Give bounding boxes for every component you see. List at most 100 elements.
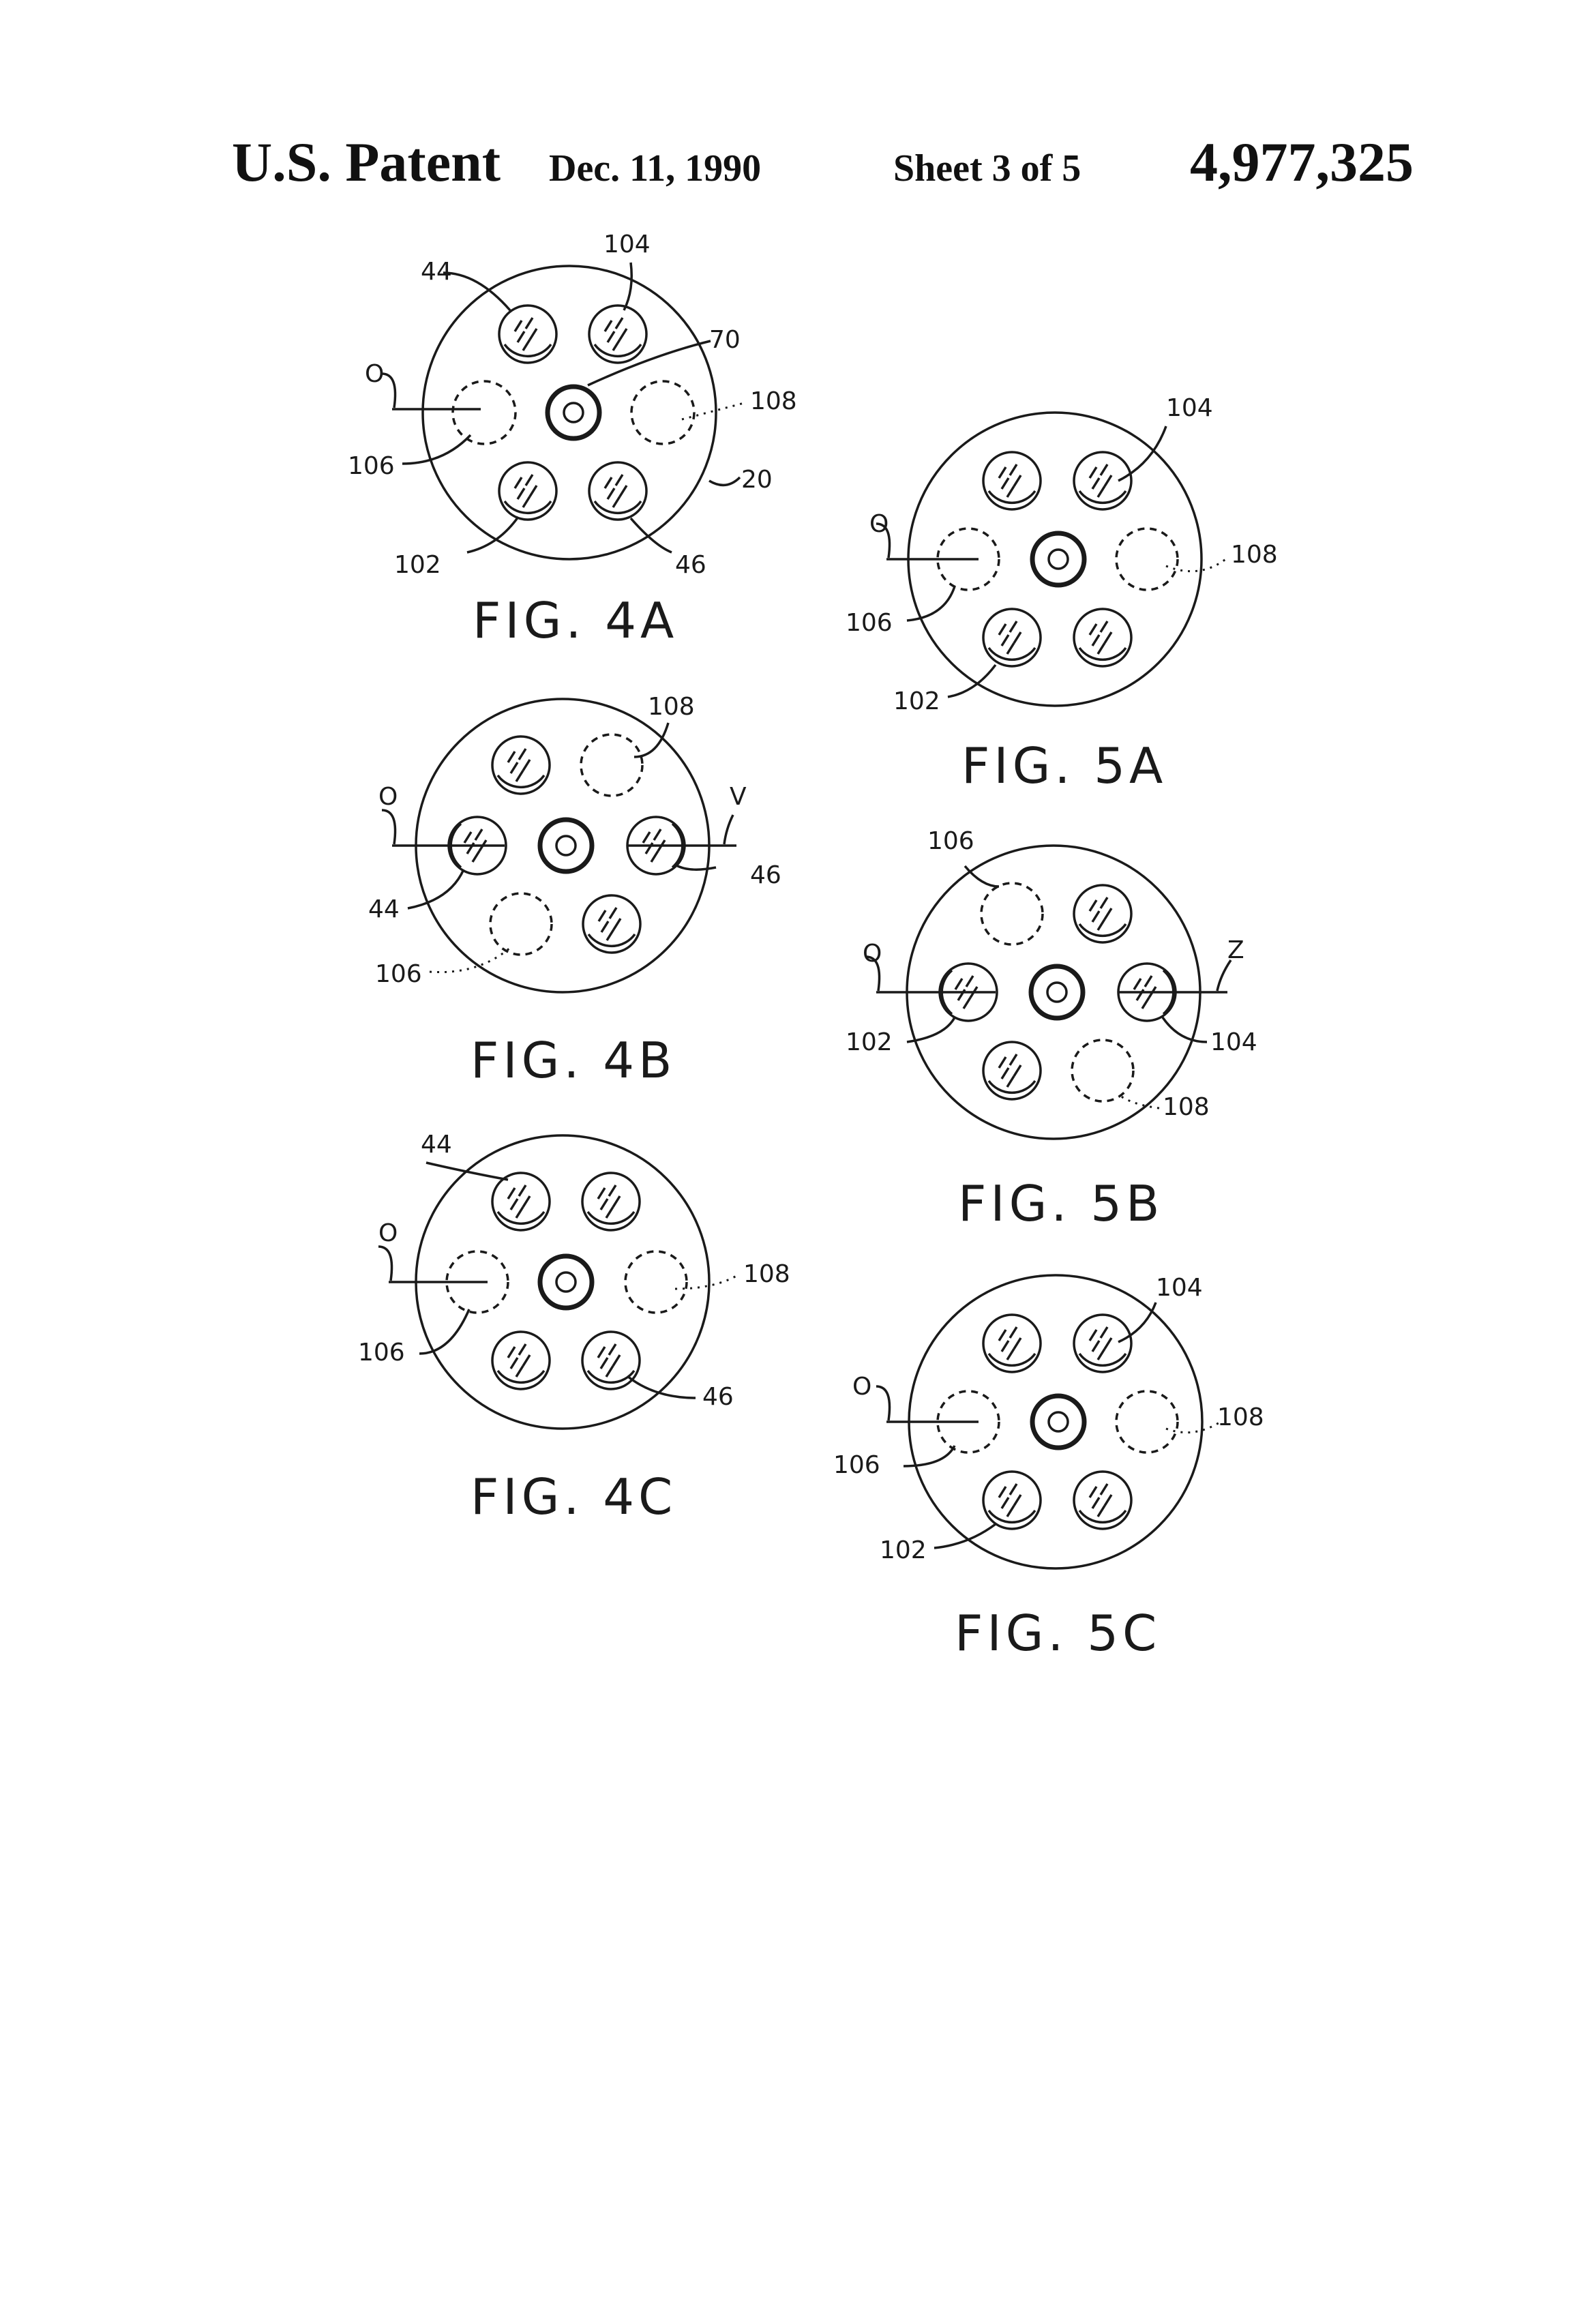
hatch-stroke [515, 1206, 524, 1219]
hatch-stroke [1088, 623, 1098, 636]
header-date: Dec. 11, 1990 [549, 147, 761, 190]
hatch-stroke [606, 929, 615, 941]
label-44: 44 [368, 895, 400, 923]
hatch-stroke [516, 331, 526, 343]
label-108: 108 [750, 387, 797, 415]
label-102: 102 [893, 687, 940, 715]
label-102: 102 [846, 1028, 893, 1056]
hatch-stroke [1006, 486, 1015, 498]
empty-position-106 [936, 527, 1000, 591]
hatch-stroke [1088, 1486, 1098, 1498]
hatch-stroke [474, 829, 483, 841]
hatch-stroke [599, 1357, 609, 1369]
hatch-stroke [612, 1354, 621, 1367]
hatch-stroke [516, 488, 526, 500]
hatch-stroke [608, 1343, 617, 1356]
label-44: 44 [421, 1131, 452, 1159]
center-hub [1030, 1393, 1087, 1450]
hatch-stroke [522, 339, 531, 351]
hatch-stroke [509, 762, 519, 774]
hatch-stroke [1088, 1329, 1098, 1341]
label-108: 108 [1217, 1403, 1264, 1431]
hatch-stroke [1000, 1067, 1010, 1079]
lens-top-right [1073, 884, 1133, 944]
hatch-stroke [507, 751, 516, 763]
hatch-stroke [522, 496, 531, 508]
hatch-stroke [612, 918, 622, 930]
lens-102 [498, 461, 558, 521]
hatch-stroke [1141, 997, 1150, 1009]
lens-bottom-right [582, 894, 642, 954]
hatch-stroke [612, 339, 621, 351]
hatch-stroke [1096, 919, 1106, 931]
hatch-stroke [1006, 1075, 1015, 1088]
label-70: 70 [709, 326, 741, 354]
hatch-stroke [1009, 1326, 1018, 1339]
figure-caption-5c: FIG. 5C [955, 1605, 1161, 1662]
hatch-stroke [1013, 1064, 1022, 1077]
empty-position-108 [1115, 527, 1179, 591]
hatch-stroke [1103, 631, 1113, 644]
figure-caption-5a: FIG. 5A [961, 737, 1167, 794]
hatch-stroke [608, 1185, 617, 1197]
hatch-stroke [507, 1346, 516, 1358]
label-O: O [863, 940, 882, 968]
hatch-stroke [1009, 621, 1018, 633]
hatch-stroke [998, 1486, 1007, 1498]
hatch-stroke [1103, 1494, 1113, 1506]
lens-46 [581, 1330, 641, 1390]
lens-bottom-left [982, 1041, 1042, 1101]
hatch-stroke [471, 850, 481, 863]
lens-46 [588, 461, 648, 521]
label-108: 108 [1231, 541, 1278, 569]
hatch-stroke [1135, 989, 1145, 1001]
label-104: 104 [1210, 1028, 1257, 1056]
figure-5c: 104 O 108 106 102 FIG. 5C [833, 1274, 1264, 1662]
label-106: 106 [833, 1451, 880, 1479]
label-106: 106 [927, 827, 974, 855]
hatch-stroke [605, 1365, 614, 1377]
hatch-stroke [969, 986, 979, 998]
hatch-stroke [1148, 986, 1157, 998]
figure-4a: 44 104 70 O 108 106 20 102 46 FIG. 4A [348, 230, 797, 649]
figure-5a: 104 O 108 106 102 FIG. 5A [846, 394, 1278, 794]
hatch-stroke [1103, 908, 1113, 920]
hatch-stroke [1099, 464, 1109, 476]
label-20: 20 [741, 466, 773, 494]
hatch-stroke [653, 829, 662, 841]
hatch-stroke [1000, 1497, 1010, 1509]
hatch-stroke [650, 850, 659, 863]
hatch-stroke [614, 474, 624, 486]
hatch-stroke [1013, 1337, 1022, 1350]
hatch-stroke [618, 328, 628, 340]
hatch-stroke [642, 831, 651, 844]
label-102: 102 [394, 551, 441, 579]
header-sheet: Sheet 3 of 5 [893, 147, 1081, 190]
center-hub [537, 817, 595, 874]
hatch-stroke [603, 320, 613, 332]
hatch-stroke [998, 1056, 1007, 1069]
hatch-stroke [600, 921, 610, 933]
hatch-stroke [1096, 1505, 1106, 1517]
label-46: 46 [675, 551, 706, 579]
hatch-stroke [1013, 475, 1022, 487]
hatch-stroke [614, 317, 624, 329]
figure-4b: 108 O V 44 46 106 FIG. 4B [368, 693, 781, 1089]
label-104: 104 [603, 230, 651, 258]
hatch-stroke [528, 328, 538, 340]
hatch-stroke [599, 1198, 609, 1210]
lens-bottom-right [1073, 1470, 1133, 1530]
hatch-stroke [606, 331, 616, 343]
empty-position-106 [489, 892, 553, 956]
label-46: 46 [702, 1383, 734, 1411]
empty-position-106 [936, 1390, 1000, 1454]
hatch-stroke [1096, 1348, 1106, 1360]
hatch-stroke [962, 997, 972, 1009]
hatch-stroke [513, 477, 523, 489]
label-106: 106 [358, 1339, 405, 1367]
hatch-stroke [1000, 634, 1010, 646]
hatch-stroke [1096, 642, 1106, 655]
center-hub [1030, 531, 1087, 588]
hatch-stroke [507, 1187, 516, 1200]
